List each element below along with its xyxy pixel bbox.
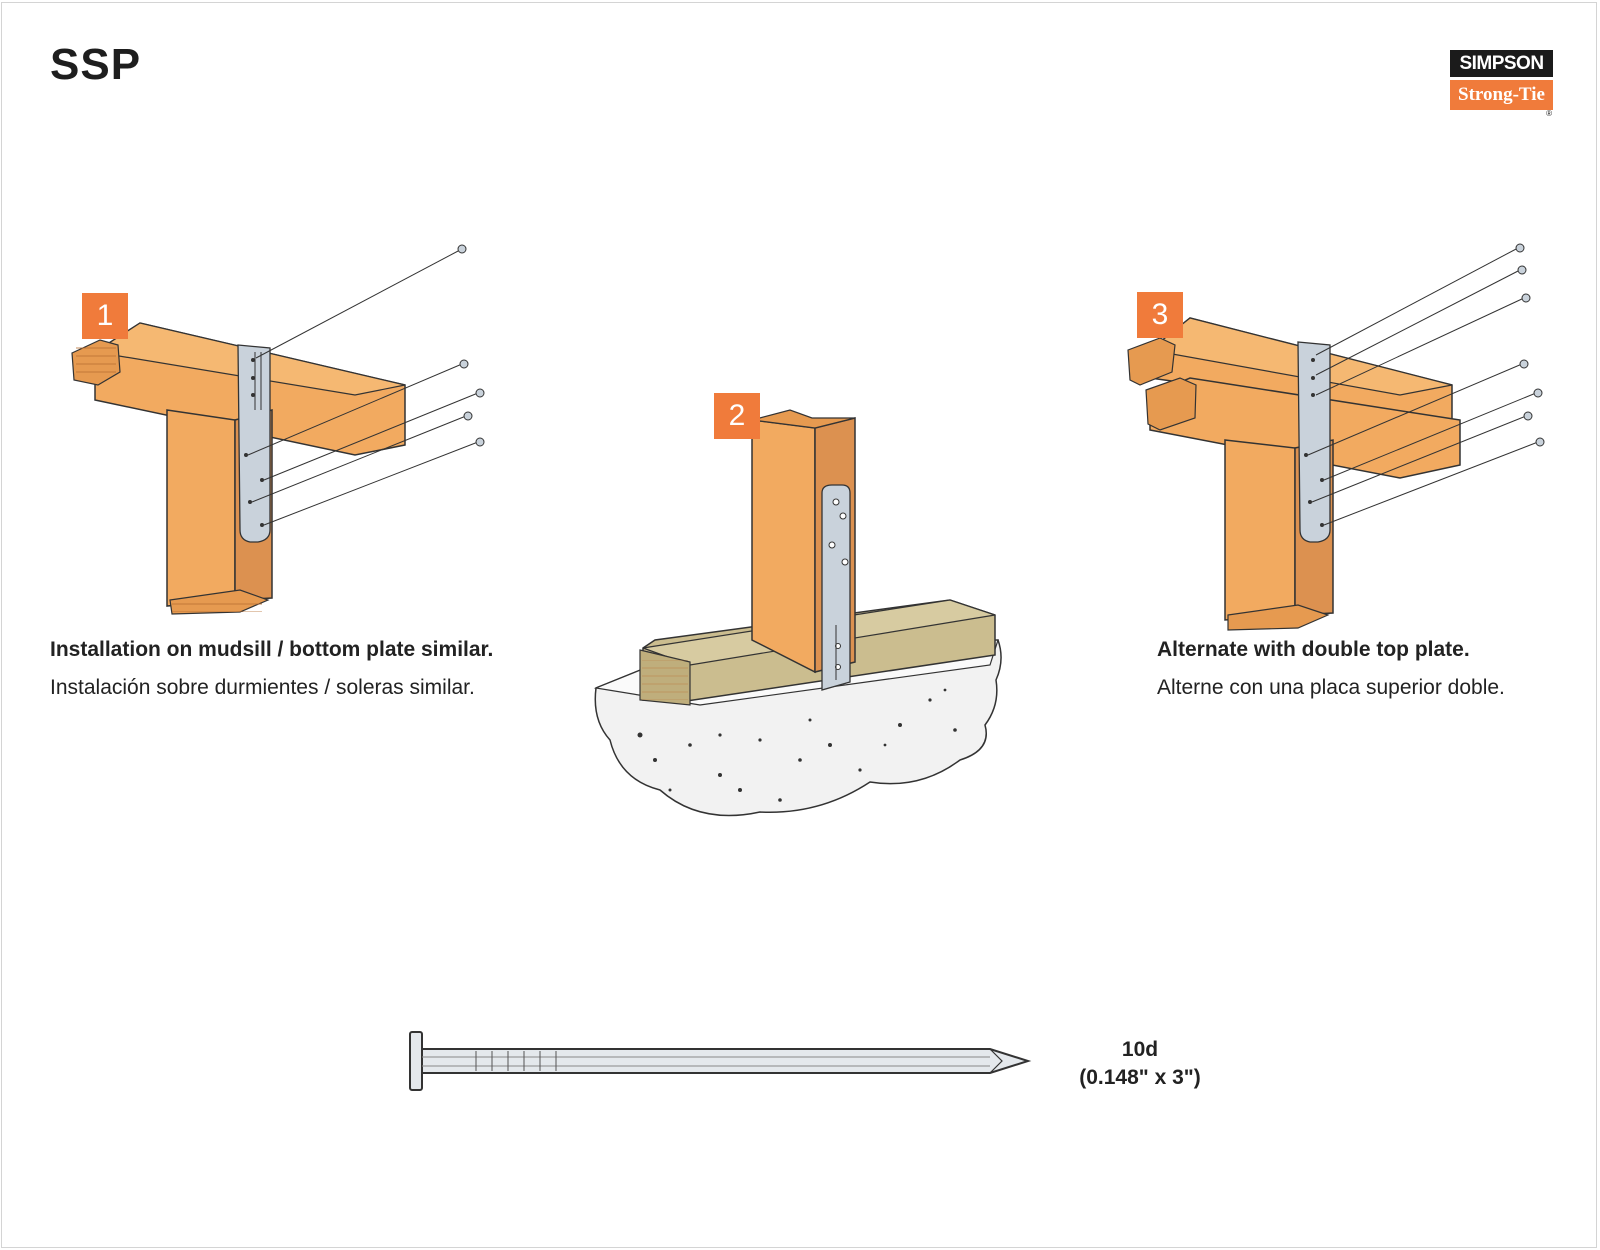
10d-nail-drawing [409, 1031, 1032, 1091]
logo-strongtie-text: Strong-Tie [1450, 80, 1553, 110]
step-3-badge: 3 [1137, 292, 1183, 338]
step-1-badge: 1 [82, 293, 128, 339]
nail-dimensions: (0.148" x 3") [1079, 1066, 1201, 1089]
nail-label: 10d (0.148" x 3") [1070, 1036, 1210, 1092]
simpson-strong-tie-logo: SIMPSON Strong-Tie ® [1450, 50, 1553, 118]
step-3-caption: Alternate with double top plate. Alterne… [1157, 631, 1505, 707]
nail-size: 10d [1121, 1038, 1159, 1061]
logo-simpson-text: SIMPSON [1450, 50, 1553, 77]
step-1-caption-spanish: Instalación sobre durmientes / soleras s… [50, 676, 475, 699]
step-3-caption-spanish: Alterne con una placa superior doble. [1157, 676, 1505, 699]
figure-3-double-top-plate-install [1127, 243, 1545, 631]
step-1-caption-english: Installation on mudsill / bottom plate s… [50, 638, 494, 661]
step-2-badge: 2 [714, 393, 760, 439]
step-3-caption-english: Alternate with double top plate. [1157, 638, 1470, 661]
figure-2-mudsill-install [593, 409, 1002, 817]
step-1-caption: Installation on mudsill / bottom plate s… [50, 631, 493, 707]
logo-registered-mark: ® [1546, 109, 1552, 118]
page-title: SSP [50, 40, 142, 89]
figure-1-top-plate-install [71, 244, 485, 615]
